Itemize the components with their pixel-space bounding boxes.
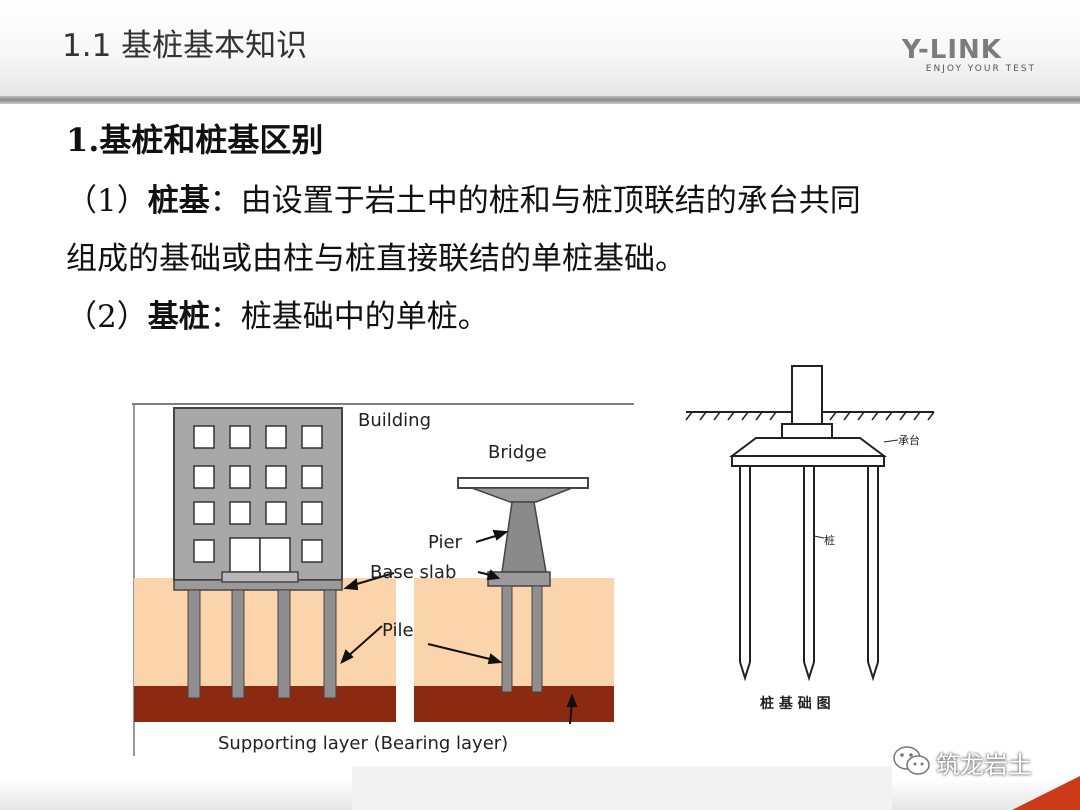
item2-prefix: （2） — [66, 299, 148, 335]
soil-layer-right — [414, 578, 614, 686]
section-heading: 1.基桩和桩基区别 — [66, 121, 324, 159]
item2-line: （2）基桩：桩基础中的单桩。 — [66, 288, 1026, 346]
label-building: Building — [358, 410, 431, 431]
watermark-text: 筑龙岩土 — [936, 751, 1032, 779]
column-shape — [791, 365, 823, 427]
wechat-icon — [893, 746, 930, 775]
header-bar — [0, 0, 1080, 100]
logo-tagline: ENJOY YOUR TEST — [925, 64, 1036, 74]
label-supporting-layer: Supporting layer (Bearing layer) — [218, 733, 508, 754]
brand-logo: Y-LINK ENJOY YOUR TEST — [902, 36, 1054, 80]
soil-layer-left — [134, 578, 396, 686]
item1-colon: ： — [209, 183, 241, 219]
figure-caption: 桩 基 础 图 — [760, 695, 831, 712]
pile-foundation-diagram: Building Bridge Pier Base slab Pile Supp… — [132, 396, 634, 756]
footer-highlight — [352, 766, 892, 810]
item2-term: 基桩 — [147, 299, 210, 335]
item1-line1: （1）桩基：由设置于岩土中的桩和与桩顶联结的承台共同 — [66, 172, 1026, 230]
label-pier: Pier — [428, 532, 463, 553]
bearing-layer-right — [414, 686, 614, 722]
item2-definition: 桩基础中的单桩。 — [240, 299, 489, 335]
item1-prefix: （1） — [66, 183, 148, 219]
item2-colon: ： — [209, 299, 241, 335]
label-bridge: Bridge — [488, 442, 547, 463]
pile-1 — [739, 465, 751, 682]
item1-term: 桩基 — [147, 183, 210, 219]
label-pile: 桩 — [824, 533, 835, 547]
item1-definition: 由设置于岩土中的桩和与桩顶联结的承台共同 — [240, 183, 861, 219]
slide-content: 1.基桩和桩基区别 （1）桩基：由设置于岩土中的桩和与桩顶联结的承台共同 组成的… — [66, 118, 1026, 346]
pile-3 — [867, 465, 879, 682]
label-pile: Pile — [382, 620, 414, 641]
pile-cap-diagram: 承台 桩 桩 基 础 图 — [684, 362, 936, 724]
label-base-slab: Base slab — [370, 562, 456, 583]
pile-2 — [803, 465, 815, 682]
slide-title: 1.1 基桩基本知识 — [62, 28, 308, 64]
logo-text: Y-LINK — [902, 35, 1002, 65]
bearing-layer-left — [134, 686, 396, 722]
pile-cap — [729, 437, 887, 457]
header-divider — [0, 96, 1080, 104]
bridge-deck — [457, 477, 589, 489]
watermark: 筑龙岩土 — [892, 744, 1062, 780]
item1-line2: 组成的基础或由柱与桩直接联结的单桩基础。 — [66, 241, 686, 277]
label-pile-cap: 承台 — [898, 433, 920, 447]
